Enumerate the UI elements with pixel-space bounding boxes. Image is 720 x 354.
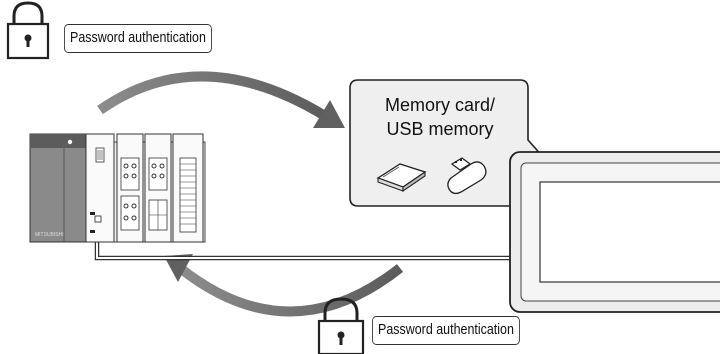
password-authentication-label: Password authentication xyxy=(372,316,520,345)
plc-rack: MITSUBISHI xyxy=(29,133,206,243)
usb-memory-icon xyxy=(447,157,487,195)
upload-arrow xyxy=(97,71,345,128)
usb-memory-text: USB memory xyxy=(386,119,494,139)
memory-media-caption: Memory card/ USB memory xyxy=(360,93,520,141)
padlock-icon xyxy=(6,1,50,60)
hmi-display-panel xyxy=(509,151,720,313)
plc-brand-label: MITSUBISHI xyxy=(35,232,64,238)
memory-card-icon xyxy=(376,163,427,193)
padlock-icon xyxy=(317,297,365,354)
memory-card-text: Memory card/ xyxy=(384,95,496,115)
return-arrow xyxy=(164,254,404,317)
password-authentication-label: Password authentication xyxy=(64,24,212,53)
